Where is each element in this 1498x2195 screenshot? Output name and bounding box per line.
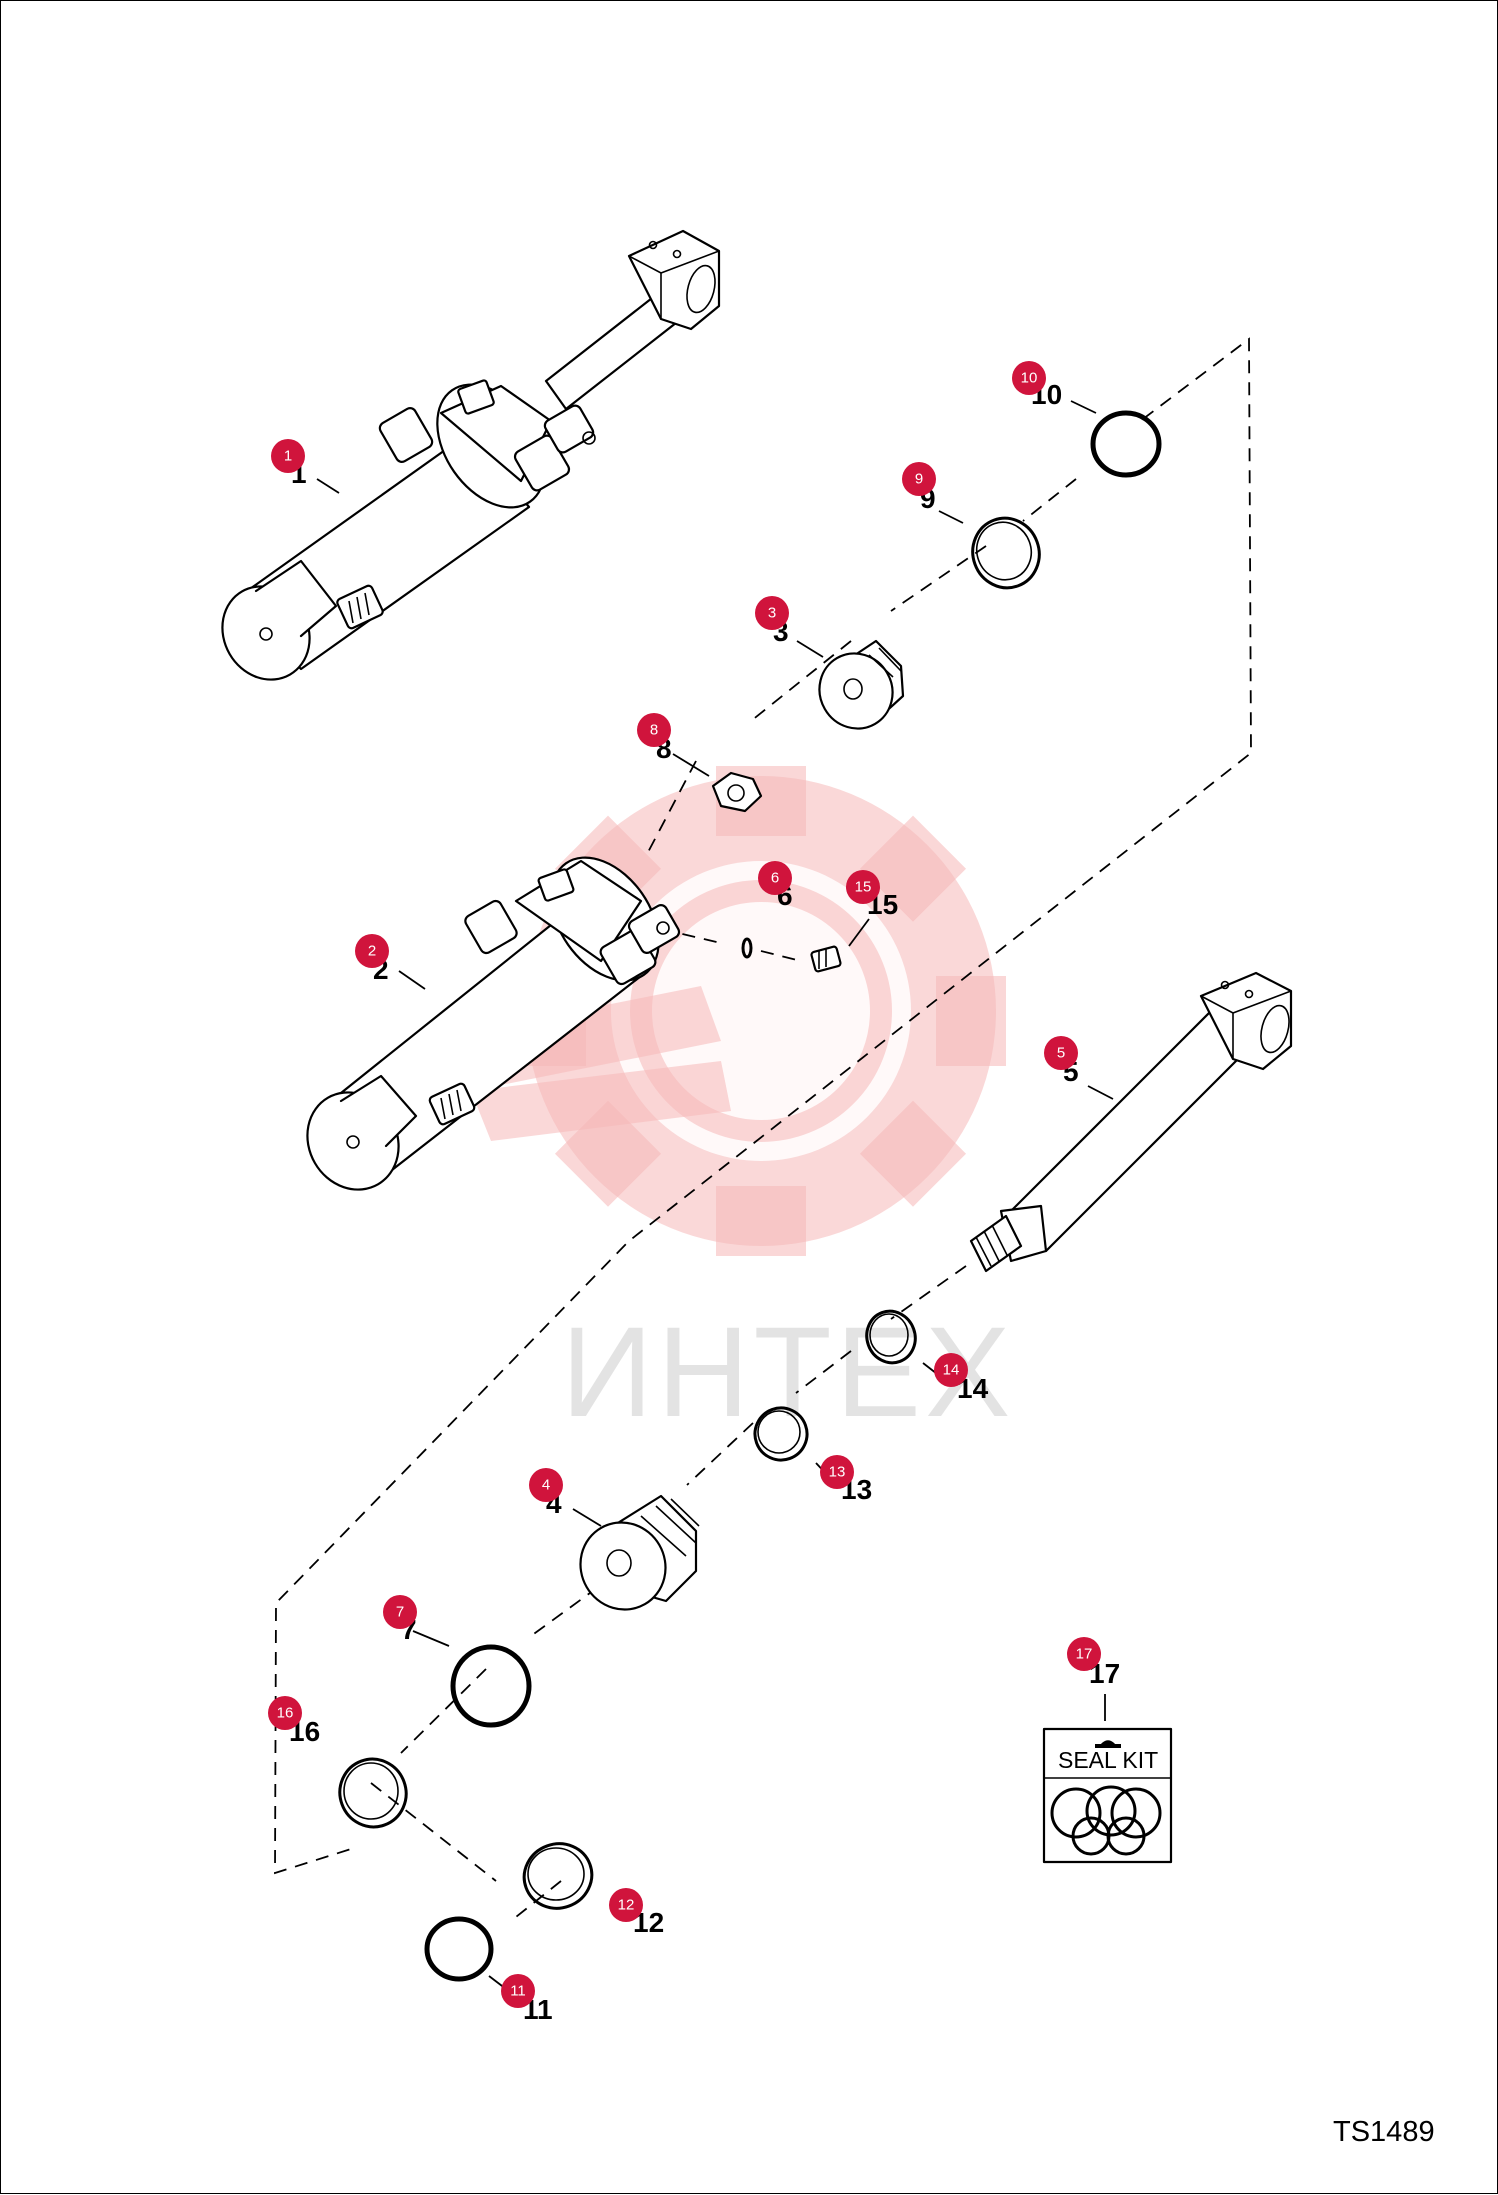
callout-badge-11[interactable]: 11 bbox=[501, 1974, 535, 2008]
callout-badge-text-8: 8 bbox=[650, 722, 658, 739]
callout-badge-10[interactable]: 10 bbox=[1012, 361, 1046, 395]
callout-badge-circle-2[interactable] bbox=[355, 934, 389, 968]
callout-badge-17[interactable]: 17 bbox=[1067, 1637, 1101, 1671]
callout-layer: 1122334455667788991010111112121313141415… bbox=[268, 361, 1120, 2025]
callout-badge-text-17: 17 bbox=[1076, 1646, 1093, 1663]
callout-badge-circle-13[interactable] bbox=[820, 1455, 854, 1489]
callout-badge-text-7: 7 bbox=[396, 1604, 404, 1621]
seal-kit-label: SEAL KIT bbox=[1058, 1747, 1158, 1773]
callout-badge-13[interactable]: 13 bbox=[820, 1455, 854, 1489]
callout-badge-circle-1[interactable] bbox=[271, 439, 305, 473]
callout-badge-9[interactable]: 9 bbox=[902, 462, 936, 496]
callout-badge-text-3: 3 bbox=[768, 605, 776, 622]
part-1-cylinder-assembly bbox=[221, 229, 721, 681]
callout-badge-circle-8[interactable] bbox=[637, 713, 671, 747]
callout-badge-circle-11[interactable] bbox=[501, 1974, 535, 2008]
callout-badge-text-9: 9 bbox=[915, 471, 923, 488]
callout-badge-circle-6[interactable] bbox=[758, 861, 792, 895]
part-7-ring bbox=[450, 1644, 532, 1728]
callout-badge-16[interactable]: 16 bbox=[268, 1696, 302, 1730]
part-9-ring bbox=[971, 516, 1041, 590]
part-12-ring bbox=[522, 1842, 594, 1910]
callout-badge-circle-15[interactable] bbox=[846, 870, 880, 904]
part-13-ring bbox=[753, 1406, 809, 1462]
part-17-seal-kit: SEAL KIT bbox=[1042, 1694, 1173, 1864]
callout-badge-14[interactable]: 14 bbox=[934, 1353, 968, 1387]
callout-badge-circle-12[interactable] bbox=[609, 1888, 643, 1922]
callout-badge-text-16: 16 bbox=[277, 1705, 294, 1722]
callout-badge-circle-10[interactable] bbox=[1012, 361, 1046, 395]
callout-badge-circle-5[interactable] bbox=[1044, 1036, 1078, 1070]
callout-badge-8[interactable]: 8 bbox=[637, 713, 671, 747]
part-8-nut bbox=[711, 771, 763, 813]
part-16-ring bbox=[338, 1757, 408, 1829]
callout-badge-circle-16[interactable] bbox=[268, 1696, 302, 1730]
part-11-ring bbox=[424, 1916, 494, 1982]
callout-badge-text-14: 14 bbox=[943, 1362, 960, 1379]
callout-badge-7[interactable]: 7 bbox=[383, 1595, 417, 1629]
callout-badge-text-12: 12 bbox=[618, 1897, 635, 1914]
callout-badge-circle-7[interactable] bbox=[383, 1595, 417, 1629]
part-15-fitting bbox=[810, 945, 842, 973]
callout-badge-1[interactable]: 1 bbox=[271, 439, 305, 473]
callout-badge-15[interactable]: 15 bbox=[846, 870, 880, 904]
callout-badge-2[interactable]: 2 bbox=[355, 934, 389, 968]
part-3-gland bbox=[818, 639, 905, 730]
part-14-ring bbox=[865, 1309, 917, 1365]
callout-badge-circle-14[interactable] bbox=[934, 1353, 968, 1387]
part-2-cylinder-body bbox=[306, 856, 681, 1191]
callout-badge-12[interactable]: 12 bbox=[609, 1888, 643, 1922]
callout-badge-4[interactable]: 4 bbox=[529, 1468, 563, 1502]
callout-badge-6[interactable]: 6 bbox=[758, 861, 792, 895]
callout-badge-5[interactable]: 5 bbox=[1044, 1036, 1078, 1070]
drawing-code: TS1489 bbox=[1333, 2116, 1435, 2148]
callout-badge-text-10: 10 bbox=[1021, 370, 1038, 387]
part-6-o-ring bbox=[741, 937, 753, 959]
callout-badge-text-6: 6 bbox=[771, 870, 779, 887]
callout-badge-text-5: 5 bbox=[1057, 1045, 1065, 1062]
callout-badge-circle-17[interactable] bbox=[1067, 1637, 1101, 1671]
callout-badge-circle-4[interactable] bbox=[529, 1468, 563, 1502]
callout-badge-text-4: 4 bbox=[542, 1477, 550, 1494]
callout-badge-circle-9[interactable] bbox=[902, 462, 936, 496]
callout-badge-text-15: 15 bbox=[855, 879, 872, 896]
callout-badge-text-11: 11 bbox=[510, 1983, 526, 2000]
part-5-rod bbox=[969, 971, 1293, 1273]
part-10-ring bbox=[1090, 410, 1162, 478]
callout-badge-circle-3[interactable] bbox=[755, 596, 789, 630]
callout-badge-text-2: 2 bbox=[368, 943, 376, 960]
callout-badge-text-13: 13 bbox=[829, 1464, 846, 1481]
part-4-piston bbox=[579, 1494, 700, 1611]
callout-badge-3[interactable]: 3 bbox=[755, 596, 789, 630]
callout-badge-text-1: 1 bbox=[284, 448, 292, 465]
